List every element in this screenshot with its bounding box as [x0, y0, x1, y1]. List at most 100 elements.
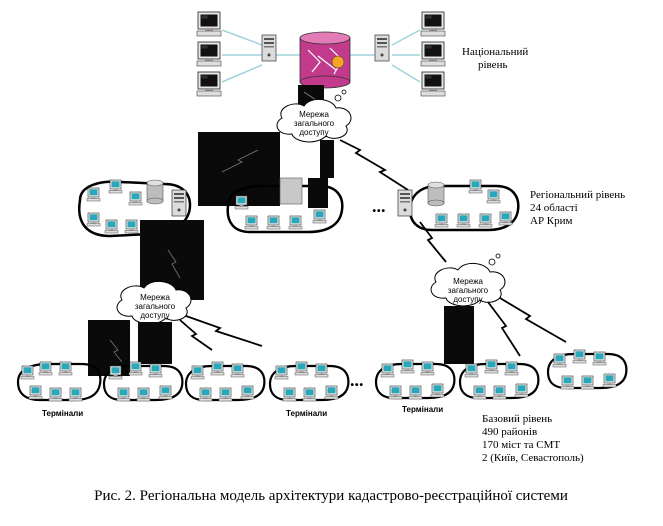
national-label-line1: Національний	[462, 46, 528, 58]
left-cloud-links	[88, 315, 263, 376]
terminal-pc-icon	[302, 387, 317, 402]
terminal-pc-icon	[388, 385, 403, 400]
ellipsis-regional: ...	[372, 196, 386, 216]
regional-pc-icon	[244, 215, 259, 230]
terminal-pc-icon	[282, 387, 297, 402]
terminal-pc-icon	[430, 383, 445, 398]
regional-pc-icon	[456, 213, 471, 228]
terminal-pc-icon	[560, 375, 575, 390]
regional-pc-icon	[86, 187, 101, 202]
regional-pc-icon	[234, 195, 249, 210]
regional-network-right	[397, 179, 520, 232]
base-ring-6	[458, 359, 540, 400]
regional-pc-icon	[266, 215, 281, 230]
cloud-right-line3: доступу	[453, 295, 482, 304]
national-workstation-icon	[196, 41, 222, 67]
national-server-icon	[261, 34, 277, 62]
terminal-pc-icon	[230, 363, 245, 378]
cloud-right-line1: Мережа	[453, 277, 483, 286]
national-server-icon	[374, 34, 390, 62]
terminal-pc-icon	[514, 383, 529, 398]
left-network-cloud: Мережа загального доступу	[116, 281, 192, 325]
national-workstation-icon	[420, 71, 446, 97]
terminal-pc-icon	[58, 361, 73, 376]
cloud-left-line1: Мережа	[140, 293, 170, 302]
cloud-top-line3: доступу	[299, 128, 328, 137]
terminal-pc-icon	[420, 361, 435, 376]
terminal-pc-icon	[240, 385, 255, 400]
regional-pc-icon	[434, 213, 449, 228]
national-links	[221, 29, 421, 83]
cloud-top-line1: Мережа	[299, 110, 329, 119]
national-level: Національний рівень	[196, 11, 528, 97]
regional-pc-icon	[86, 212, 101, 227]
terminal-pc-icon	[108, 365, 123, 380]
terminal-pc-icon	[324, 385, 339, 400]
terminal-pc-icon	[294, 361, 309, 376]
terminal-pc-icon	[68, 387, 83, 402]
national-workstation-icon	[420, 11, 446, 37]
regional-label-line3: АР Крим	[530, 215, 573, 227]
base-label-line2: 490 районів	[482, 426, 537, 438]
regional-pc-icon	[498, 211, 513, 226]
regional-pc-icon	[478, 213, 493, 228]
cloud-top-line2: загального	[294, 119, 335, 128]
terminal-pc-icon	[472, 385, 487, 400]
regional-network-middle	[226, 177, 344, 234]
regional-db-icon	[427, 181, 445, 207]
base-ring-7	[546, 349, 628, 390]
terminals-label: Термінали	[286, 409, 327, 418]
ellipsis-base: ...	[350, 370, 364, 390]
terminal-pc-icon	[314, 363, 329, 378]
cloud-left-line3: доступу	[140, 311, 169, 320]
base-label-line3: 170 міст та СМТ	[482, 439, 560, 451]
terminal-pc-icon	[116, 387, 131, 402]
terminal-pc-icon	[128, 361, 143, 376]
base-label-line1: Базовий рівень	[482, 413, 552, 425]
terminal-pc-icon	[380, 363, 395, 378]
right-network-cloud: Мережа загального доступу	[430, 253, 506, 307]
terminal-pc-icon	[580, 375, 595, 390]
regional-server-icon	[308, 178, 328, 208]
terminal-pc-icon	[572, 349, 587, 364]
national-workstation-icon	[196, 11, 222, 37]
terminal-pc-icon	[602, 373, 617, 388]
regional-network-left	[77, 179, 192, 238]
regional-pc-icon	[312, 209, 327, 224]
regional-db-icon	[279, 177, 303, 205]
regional-pc-icon	[288, 215, 303, 230]
terminal-pc-icon	[484, 359, 499, 374]
base-label-line4: 2 (Київ, Севастополь)	[482, 452, 584, 464]
regional-pc-icon	[108, 179, 123, 194]
terminal-pc-icon	[552, 353, 567, 368]
terminal-pc-icon	[218, 387, 233, 402]
base-ring-4	[268, 361, 350, 402]
terminal-pc-icon	[198, 387, 213, 402]
regional-label-line2: 24 області	[530, 202, 578, 214]
cloud-right-line2: загального	[448, 286, 489, 295]
national-label-line2: рівень	[478, 59, 507, 71]
regional-to-cloud-right-link	[419, 221, 447, 263]
terminal-pc-icon	[504, 361, 519, 376]
terminal-pc-icon	[408, 385, 423, 400]
terminal-pc-icon	[210, 361, 225, 376]
terminal-pc-icon	[148, 363, 163, 378]
terminal-pc-icon	[274, 365, 289, 380]
regional-server-icon	[397, 189, 413, 217]
central-database-icon	[299, 31, 351, 89]
base-ring-2	[102, 361, 184, 402]
top-network-cloud: Мережа загального доступу	[276, 89, 352, 143]
regional-pc-icon	[124, 219, 139, 234]
base-ring-1	[16, 361, 102, 402]
cloud-left-line2: загального	[135, 302, 176, 311]
regional-pc-icon	[468, 179, 483, 194]
base-ring-3	[184, 361, 266, 402]
terminal-pc-icon	[158, 385, 173, 400]
base-ring-5	[374, 359, 456, 400]
terminal-pc-icon	[492, 385, 507, 400]
terminal-pc-icon	[190, 365, 205, 380]
right-cloud-links	[444, 297, 567, 364]
regional-server-icon	[171, 189, 187, 217]
terminal-pc-icon	[400, 359, 415, 374]
